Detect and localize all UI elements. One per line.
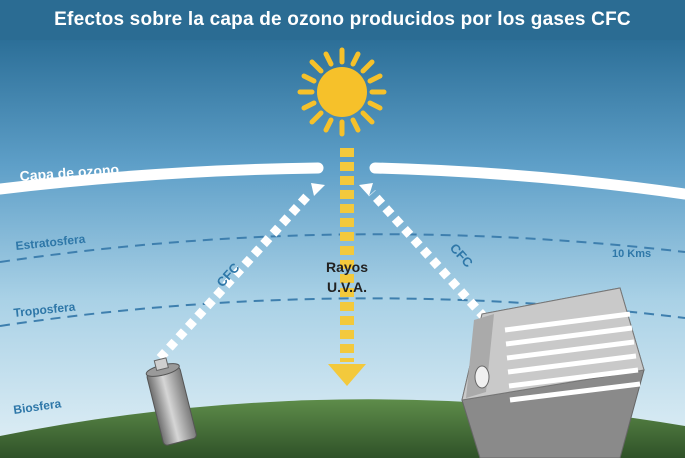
uv-ray-arrowhead xyxy=(328,364,366,386)
biosphere-label: Biosfera xyxy=(12,396,62,417)
cfc-arrowhead-left xyxy=(311,183,325,196)
diagram-title: Efectos sobre la capa de ozono producido… xyxy=(54,9,631,30)
uv-label-line1: Rayos xyxy=(326,259,368,275)
sun-icon xyxy=(297,47,387,137)
cfc-path-right xyxy=(368,189,489,322)
air-conditioner-icon xyxy=(461,287,645,458)
title-banner xyxy=(0,0,685,40)
cfc-path-left xyxy=(156,189,314,362)
ozone-layer-band xyxy=(0,162,685,200)
ozone-layer-label: Capa de ozono xyxy=(19,161,119,184)
troposphere-label: Troposfera xyxy=(13,300,76,320)
diagram-canvas: Capa de ozono Estratosfera Troposfera Bi… xyxy=(0,40,685,458)
troposphere-boundary xyxy=(0,297,685,327)
uv-label-line2: U.V.A. xyxy=(327,279,367,295)
spray-can-icon xyxy=(145,357,197,446)
cfc-arrowhead-right xyxy=(359,183,373,196)
altitude-label: 10 Kms xyxy=(612,248,651,260)
